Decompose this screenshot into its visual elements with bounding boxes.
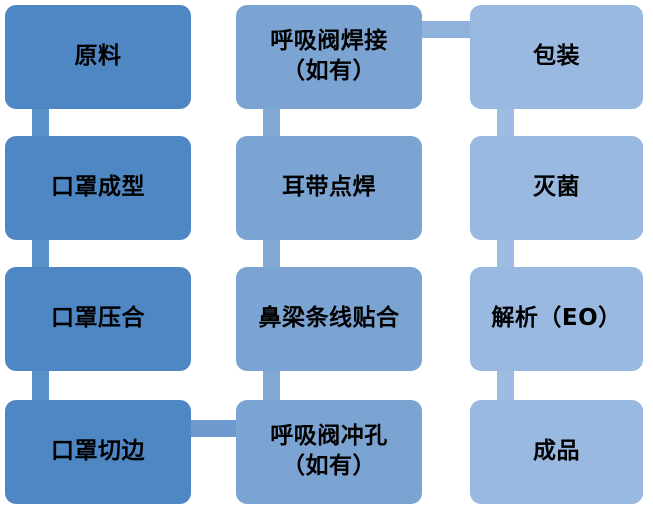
- node-kouzhao-qiebian[interactable]: 口罩切边: [5, 400, 191, 504]
- node-label: 口罩成型: [51, 174, 145, 201]
- connector-miejun-to-jiexi-eo: [497, 240, 514, 268]
- node-kouzhao-yahe[interactable]: 口罩压合: [5, 267, 191, 371]
- node-miejun[interactable]: 灭菌: [470, 136, 643, 240]
- connector-erdaidianhan-to-huxifahanjie: [263, 109, 280, 137]
- node-chengpin[interactable]: 成品: [470, 400, 643, 504]
- connector-kouzhaoyahe-to-kouzhaoqiebian: [32, 371, 49, 401]
- connector-jiexi-eo-to-chengpin: [497, 371, 514, 401]
- node-baozhuang[interactable]: 包装: [470, 5, 643, 109]
- node-label: 原料: [74, 43, 122, 70]
- node-jiexi-eo[interactable]: 解析（EO）: [470, 267, 643, 371]
- node-huxifa-hanjie[interactable]: 呼吸阀焊接 （如有）: [236, 5, 422, 109]
- node-label: 呼吸阀焊接 （如有）: [270, 28, 388, 84]
- node-yuanliao[interactable]: 原料: [5, 5, 191, 109]
- connector-yuanliao-to-kouzhaochengxing: [32, 109, 49, 137]
- node-label: 耳带点焊: [282, 174, 376, 201]
- connector-huxifachongkong-to-biliangtiaoxiantiehe: [263, 371, 280, 401]
- node-label: 包装: [533, 43, 580, 70]
- node-biliangtiao-xiantiehe[interactable]: 鼻梁条线贴合: [236, 267, 422, 371]
- node-label: 口罩切边: [51, 438, 145, 465]
- node-huxifa-chongkong[interactable]: 呼吸阀冲孔 （如有）: [236, 400, 422, 504]
- node-label: 灭菌: [533, 174, 580, 201]
- connector-kouzhaochengxing-to-kouzhaoyahe: [32, 240, 49, 268]
- connector-huxifahanjie-to-baozhuang: [415, 21, 477, 38]
- node-label: 鼻梁条线贴合: [258, 305, 400, 332]
- node-erdai-dianhan[interactable]: 耳带点焊: [236, 136, 422, 240]
- node-label: 解析（EO）: [491, 305, 622, 332]
- node-label: 成品: [533, 438, 580, 465]
- connector-biliangtiaoxiantiehe-to-erdaidianhan: [263, 240, 280, 268]
- connector-kouzhaoqiebian-to-huxifachongkong: [179, 420, 243, 437]
- connector-baozhuang-to-miejun: [497, 109, 514, 137]
- node-label: 口罩压合: [51, 305, 145, 332]
- node-kouzhao-chengxing[interactable]: 口罩成型: [5, 136, 191, 240]
- node-label: 呼吸阀冲孔 （如有）: [270, 423, 388, 479]
